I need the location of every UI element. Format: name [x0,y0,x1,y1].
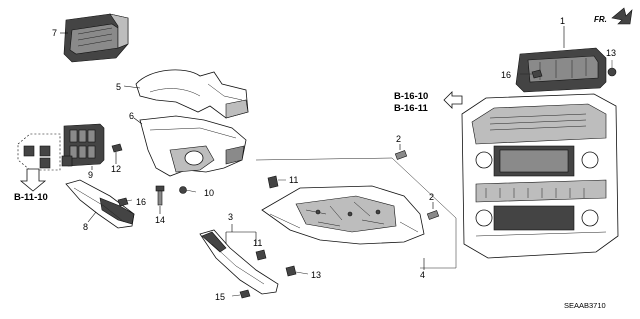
part-8-trim[interactable] [65,179,135,229]
callout-16-left: 16 [136,197,146,207]
front-label: FR. [594,15,607,24]
part-code: SEAAB3710 [564,301,606,310]
callout-1: 1 [560,16,565,26]
part-16-screw-right[interactable] [520,69,543,79]
callout-4: 4 [420,270,425,280]
part-4-group-outline [255,157,457,269]
callout-16-right: 16 [501,70,511,80]
part-14-bolt[interactable] [155,185,165,206]
part-9-switch-panel[interactable] [63,123,105,167]
callout-2-upper: 2 [396,134,401,144]
part-2-plug-lower[interactable] [426,210,440,220]
ref-b1610[interactable]: B-16-10 [394,91,428,102]
callout-2-lower: 2 [429,192,434,202]
callout-15: 15 [215,292,225,302]
callout-11-upper: 11 [289,175,298,185]
callout-11-lower: 11 [253,238,262,248]
callout-10: 10 [204,188,214,198]
part-2-plug-upper[interactable] [394,150,408,160]
callout-12: 12 [111,164,121,174]
ref-arrow-b1110 [19,168,47,192]
ref-b1110[interactable]: B-11-10 [14,192,48,203]
part-11-clip-lower[interactable] [255,249,267,261]
part-7-vent-outlet[interactable] [63,13,129,63]
callout-7: 7 [52,28,57,38]
ref-b1611[interactable]: B-16-11 [394,103,429,114]
callout-3: 3 [228,212,233,222]
part-16-screw-left[interactable] [117,197,133,207]
callout-8: 8 [83,222,88,232]
callout-5: 5 [116,82,121,92]
part-6-column-cover-lower[interactable] [139,115,247,177]
part-5-column-cover-upper[interactable] [135,69,249,119]
callout-13-upper: 13 [606,48,616,58]
callout-9: 9 [88,170,93,180]
part-10-screw[interactable] [179,186,197,194]
part-15-screw[interactable] [231,289,251,299]
ref-arrow-left [443,91,463,109]
part-3-trim-panel[interactable] [199,229,279,295]
part-12-clip[interactable] [111,143,123,153]
callout-13-lower: 13 [311,270,321,280]
part-11-clip-upper[interactable] [267,175,286,189]
part-1-control-unit[interactable] [515,47,607,93]
center-panel[interactable] [461,93,619,259]
part-13-nut-upper[interactable] [607,60,617,77]
switch-group[interactable] [17,133,73,171]
part-4-under-cover[interactable] [261,185,425,245]
callout-14: 14 [155,215,165,225]
part-13-nut-lower[interactable] [285,265,309,277]
callout-6: 6 [129,111,134,121]
front-arrow-icon [611,7,633,25]
